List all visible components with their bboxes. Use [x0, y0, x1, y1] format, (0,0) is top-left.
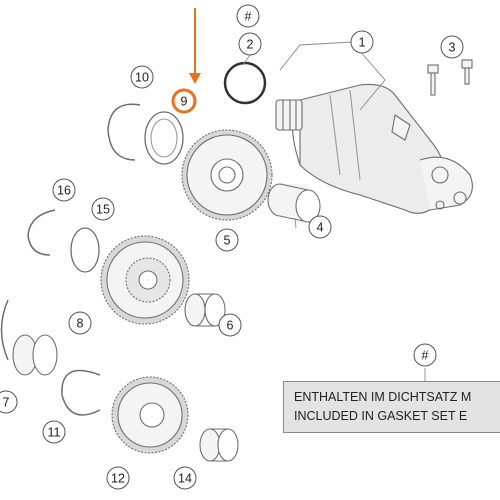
intermediate-gear-5	[181, 129, 273, 221]
bearing-7	[12, 334, 58, 376]
callout-label: #	[245, 10, 252, 24]
callout-c8: 8	[68, 311, 92, 335]
callout-c16: 16	[52, 178, 76, 202]
callout-circle	[52, 178, 76, 202]
callout-circle	[308, 215, 332, 239]
circlip-11	[61, 369, 101, 416]
callout-label: 5	[224, 234, 231, 248]
down-arrow-icon	[189, 8, 201, 84]
callout-hash-note: #	[413, 343, 437, 367]
washer-15	[70, 227, 100, 273]
screws	[427, 59, 473, 96]
callout-label: 9	[181, 95, 188, 109]
callout-circle	[68, 311, 92, 335]
washer-9-inner	[150, 118, 178, 158]
leader-lines	[242, 41, 426, 381]
callout-c14: 14	[173, 466, 197, 490]
callout-label: 6	[227, 319, 234, 333]
callout-label: 1	[359, 36, 366, 50]
note-line-english: INCLUDED IN GASKET SET E	[294, 409, 468, 423]
callout-label: 3	[449, 41, 456, 55]
callout-label: 16	[57, 184, 71, 198]
callout-circle	[218, 313, 242, 337]
bearing-14	[199, 428, 239, 462]
circlip-16	[27, 209, 56, 256]
needle-bearing-4	[267, 183, 321, 223]
callout-label: 11	[48, 426, 61, 440]
callout-c15: 15	[91, 197, 115, 221]
callout-circle	[171, 88, 197, 114]
callout-circle	[440, 35, 464, 59]
callout-c2: 2	[238, 32, 262, 56]
callout-label: #	[422, 349, 429, 363]
callout-c6: 6	[218, 313, 242, 337]
callout-circle	[215, 228, 239, 252]
note-line-german: ENTHALTEN IM DICHTSATZ M	[294, 390, 472, 404]
callout-circle	[91, 197, 115, 221]
callout-label: 4	[317, 221, 324, 235]
callout-c1: 1	[350, 30, 374, 54]
callout-circle	[130, 65, 154, 89]
o-ring	[223, 61, 267, 105]
gasket-set-note: ENTHALTEN IM DICHTSATZ M INCLUDED IN GAS…	[283, 381, 500, 433]
callout-circle	[106, 466, 130, 490]
callout-circle	[238, 32, 262, 56]
callout-circle	[42, 420, 66, 444]
starter-motor	[275, 83, 473, 214]
callout-label: 7	[3, 396, 10, 410]
torque-limiter-gear-12	[111, 376, 189, 454]
callout-label: 14	[178, 472, 192, 486]
callout-label: 12	[111, 472, 125, 486]
callout-circle	[0, 390, 18, 414]
callout-circle	[236, 4, 260, 28]
partial-ring	[0, 299, 9, 361]
washer-9	[144, 111, 184, 165]
callout-label: 15	[96, 203, 110, 217]
callout-c11: 11	[42, 420, 66, 444]
callout-c9: 9	[171, 88, 197, 114]
callout-circle	[173, 466, 197, 490]
callout-label: 2	[247, 38, 254, 52]
callout-circle	[350, 30, 374, 54]
callout-c3: 3	[440, 35, 464, 59]
callout-c12: 12	[106, 466, 130, 490]
callout-label: 10	[135, 71, 149, 85]
callout-hash-top: #	[236, 4, 260, 28]
circlip-10	[107, 103, 141, 161]
callout-c5: 5	[215, 228, 239, 252]
callout-label: 8	[77, 317, 84, 331]
callout-c10: 10	[130, 65, 154, 89]
callout-c4: 4	[308, 215, 332, 239]
double-gear-8	[100, 235, 190, 325]
bearing-6	[184, 293, 226, 327]
callout-c7: 7	[0, 390, 18, 414]
callout-circle	[413, 343, 437, 367]
